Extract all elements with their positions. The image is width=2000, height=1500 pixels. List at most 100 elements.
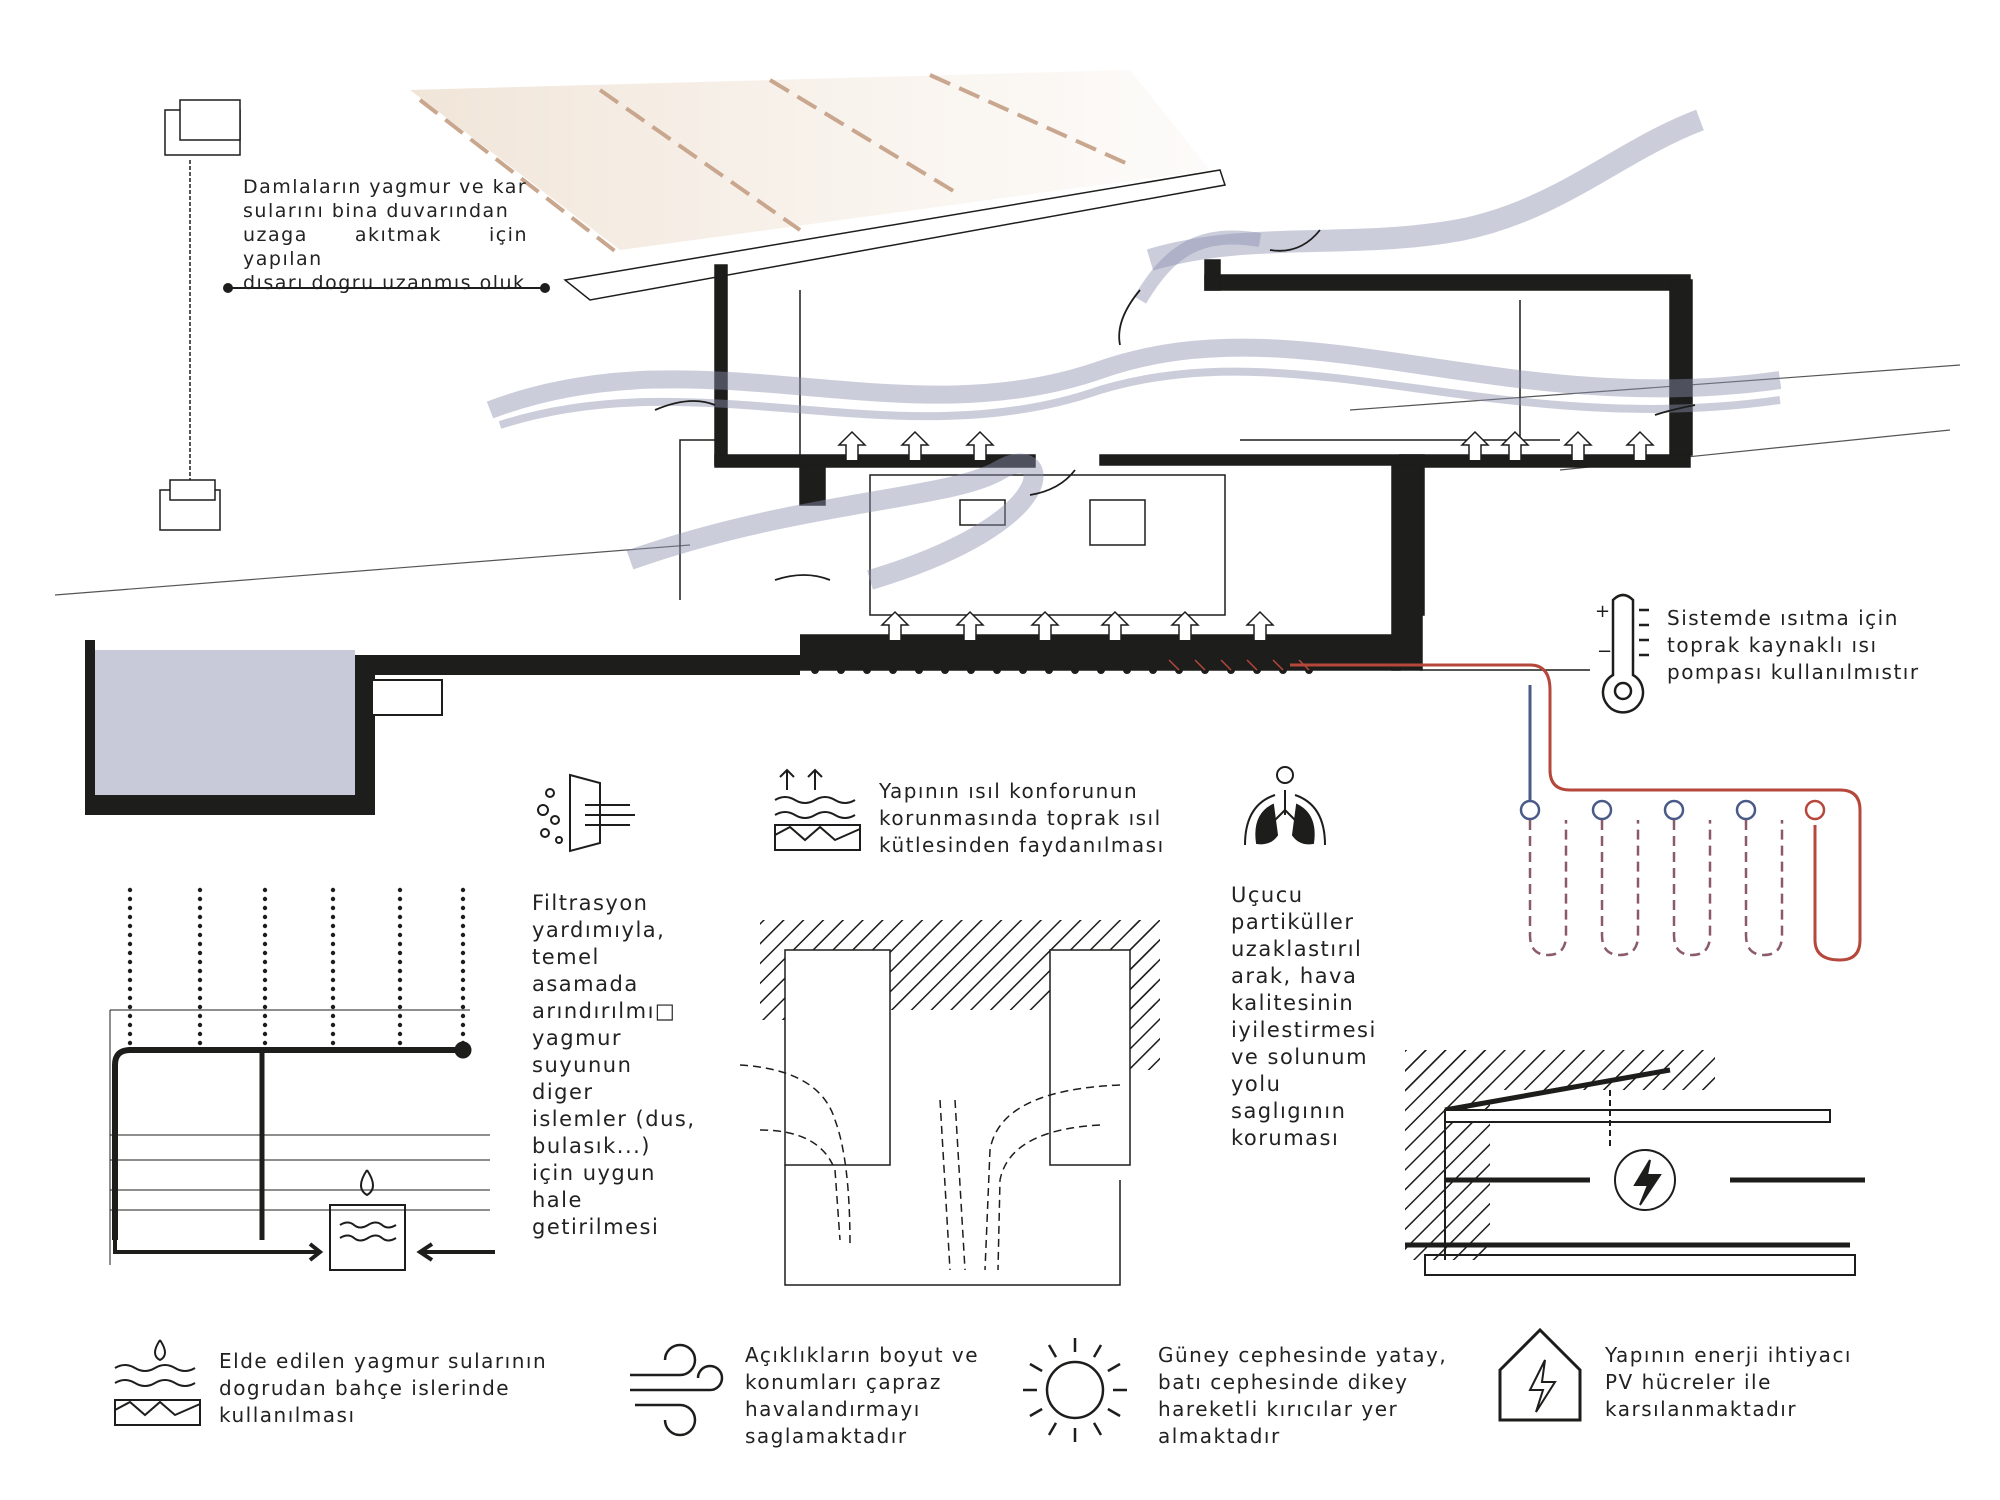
rain-drop — [460, 1022, 466, 1028]
thermometer-icon: + − — [1595, 593, 1649, 714]
rain-drop — [460, 923, 466, 929]
rain-drop — [460, 977, 466, 983]
rain-drop — [127, 1013, 133, 1019]
house-energy-icon — [1498, 1327, 1582, 1422]
note-line: hale — [532, 1188, 583, 1212]
note-line: dogrudan bahçe islerinde — [219, 1376, 511, 1400]
heat-rise-arrow — [1245, 610, 1275, 640]
rain-drop — [460, 905, 466, 911]
ground-loop — [1672, 820, 1712, 957]
rain-drop — [397, 986, 403, 992]
note-line: toprak kaynaklı ısı — [1667, 633, 1878, 657]
svg-text:−: − — [1597, 641, 1612, 662]
water-soil-icon — [114, 1339, 201, 1426]
airflow-ribbons — [486, 109, 1782, 590]
note-line: korunmasında toprak ısıl — [879, 806, 1162, 830]
ground-loop-node — [1804, 799, 1826, 821]
rain-drop — [397, 923, 403, 929]
rain-drop — [262, 941, 268, 947]
rain-drop — [397, 950, 403, 956]
heat-rise-arrow — [1170, 610, 1200, 640]
rain-drop — [460, 986, 466, 992]
shading-note: Güney cephesinde yatay, batı cephesinde … — [1158, 1342, 1478, 1450]
ground-loop — [1600, 820, 1640, 957]
note-line: Damlaların yagmur ve kar — [243, 176, 528, 198]
pv-energy-note: Yapının enerji ihtiyacı PV hücreler ile … — [1605, 1342, 1905, 1423]
rain-drop — [262, 950, 268, 956]
rain-drop — [127, 923, 133, 929]
rain-drop — [330, 1004, 336, 1010]
rain-drop — [197, 914, 203, 920]
thermal-mass-note: Yapının ısıl konforunun korunmasında top… — [879, 778, 1179, 859]
rain-drop — [460, 1031, 466, 1037]
note-line: sularını bina duvarından — [243, 200, 510, 222]
heat-rise-arrow — [1563, 430, 1593, 460]
note-line: getirilmesi — [532, 1215, 660, 1239]
rain-drop — [330, 914, 336, 920]
heat-rise-arrow — [955, 610, 985, 640]
note-line: batı cephesinde dikey — [1158, 1370, 1409, 1394]
note-line: suyunun diger — [532, 1053, 633, 1104]
rain-drop — [127, 1022, 133, 1028]
note-line: kütlesinden faydanılması — [879, 833, 1165, 857]
rain-drop — [197, 986, 203, 992]
sun-ray — [1047, 1422, 1058, 1436]
note-line: Yapının ısıl konforunun — [879, 779, 1139, 803]
rain-drop — [197, 932, 203, 938]
rain-drop — [197, 1040, 203, 1046]
ground-loop-node — [1519, 799, 1541, 821]
heat-rise-arrow — [1100, 610, 1130, 640]
note-line: Yapının enerji ihtiyacı — [1605, 1343, 1852, 1367]
rain-drop — [262, 932, 268, 938]
sun-ray — [1092, 1344, 1103, 1358]
sun-ray — [1047, 1344, 1058, 1358]
note-line: hareketli kırıcılar yer — [1158, 1397, 1399, 1421]
sun-ray — [1092, 1422, 1103, 1436]
rain-drop — [262, 923, 268, 929]
note-line: pompası kullanılmıstır — [1667, 660, 1920, 684]
note-line: asamada — [532, 972, 639, 996]
rain-drop — [460, 887, 466, 893]
rain-drop — [197, 905, 203, 911]
rain-drop — [397, 1040, 403, 1046]
rain-drop — [262, 887, 268, 893]
note-line: Uçucu — [1231, 883, 1304, 907]
airflow-arrows — [654, 229, 1696, 581]
water-tank — [85, 640, 800, 815]
rain-drop — [127, 986, 133, 992]
note-line: saglamaktadır — [745, 1424, 908, 1448]
sun-ray — [1107, 1407, 1121, 1418]
rain-drop — [460, 941, 466, 947]
building-section — [563, 169, 1693, 671]
heat-rise-arrow — [880, 610, 910, 640]
rain-drop — [127, 1040, 133, 1046]
gutter-chain-illustration — [159, 99, 241, 531]
note-line: uzaga akıtmak için yapılan — [243, 224, 528, 270]
rain-drop — [397, 887, 403, 893]
rain-drop — [262, 1013, 268, 1019]
note-line: islemler (dus, — [532, 1107, 696, 1131]
floor-heating-layer — [800, 659, 1862, 962]
rain-drop — [197, 1004, 203, 1010]
rain-drop — [197, 1013, 203, 1019]
sun-ray — [1029, 1362, 1043, 1373]
rain-drop — [262, 968, 268, 974]
rain-drop — [197, 968, 203, 974]
rain-drop — [262, 905, 268, 911]
heat-rise-arrow — [837, 430, 867, 460]
lungs-icon — [1244, 766, 1326, 846]
rain-drop — [397, 1013, 403, 1019]
rain-drop — [127, 896, 133, 902]
rain-drop — [197, 959, 203, 965]
heat-pump-note: Sistemde ısıtma için toprak kaynaklı ısı… — [1667, 605, 1927, 686]
note-line: yagmur — [532, 1026, 623, 1050]
rain-drop — [197, 1031, 203, 1037]
rain-drop — [397, 905, 403, 911]
rain-drop — [397, 977, 403, 983]
ground-loop — [1744, 820, 1784, 957]
ventilation-plan — [739, 920, 1160, 1286]
rain-drop — [127, 950, 133, 956]
rain-drop — [330, 1040, 336, 1046]
